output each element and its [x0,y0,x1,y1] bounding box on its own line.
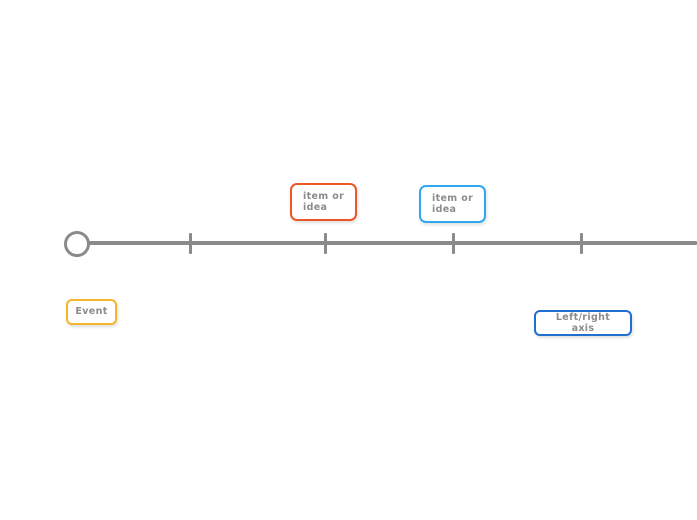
node-label-event: Event [75,306,108,318]
node-label-idea-blue: item or idea [432,192,474,216]
axis-start-circle[interactable] [64,231,90,257]
node-item-or-idea-blue[interactable]: item or idea [419,185,486,223]
axis-tick-2[interactable] [324,233,327,254]
node-label-left-right-axis: Left/right axis [555,311,611,335]
axis-tick-4[interactable] [580,233,583,254]
node-event[interactable]: Event [66,299,117,325]
node-item-or-idea-orange[interactable]: item or idea [290,183,357,221]
node-label-idea-orange: item or idea [303,190,345,214]
timeline-axis-line[interactable] [88,241,697,245]
node-left-right-axis[interactable]: Left/right axis [534,310,632,336]
axis-tick-1[interactable] [189,233,192,254]
axis-tick-3[interactable] [452,233,455,254]
